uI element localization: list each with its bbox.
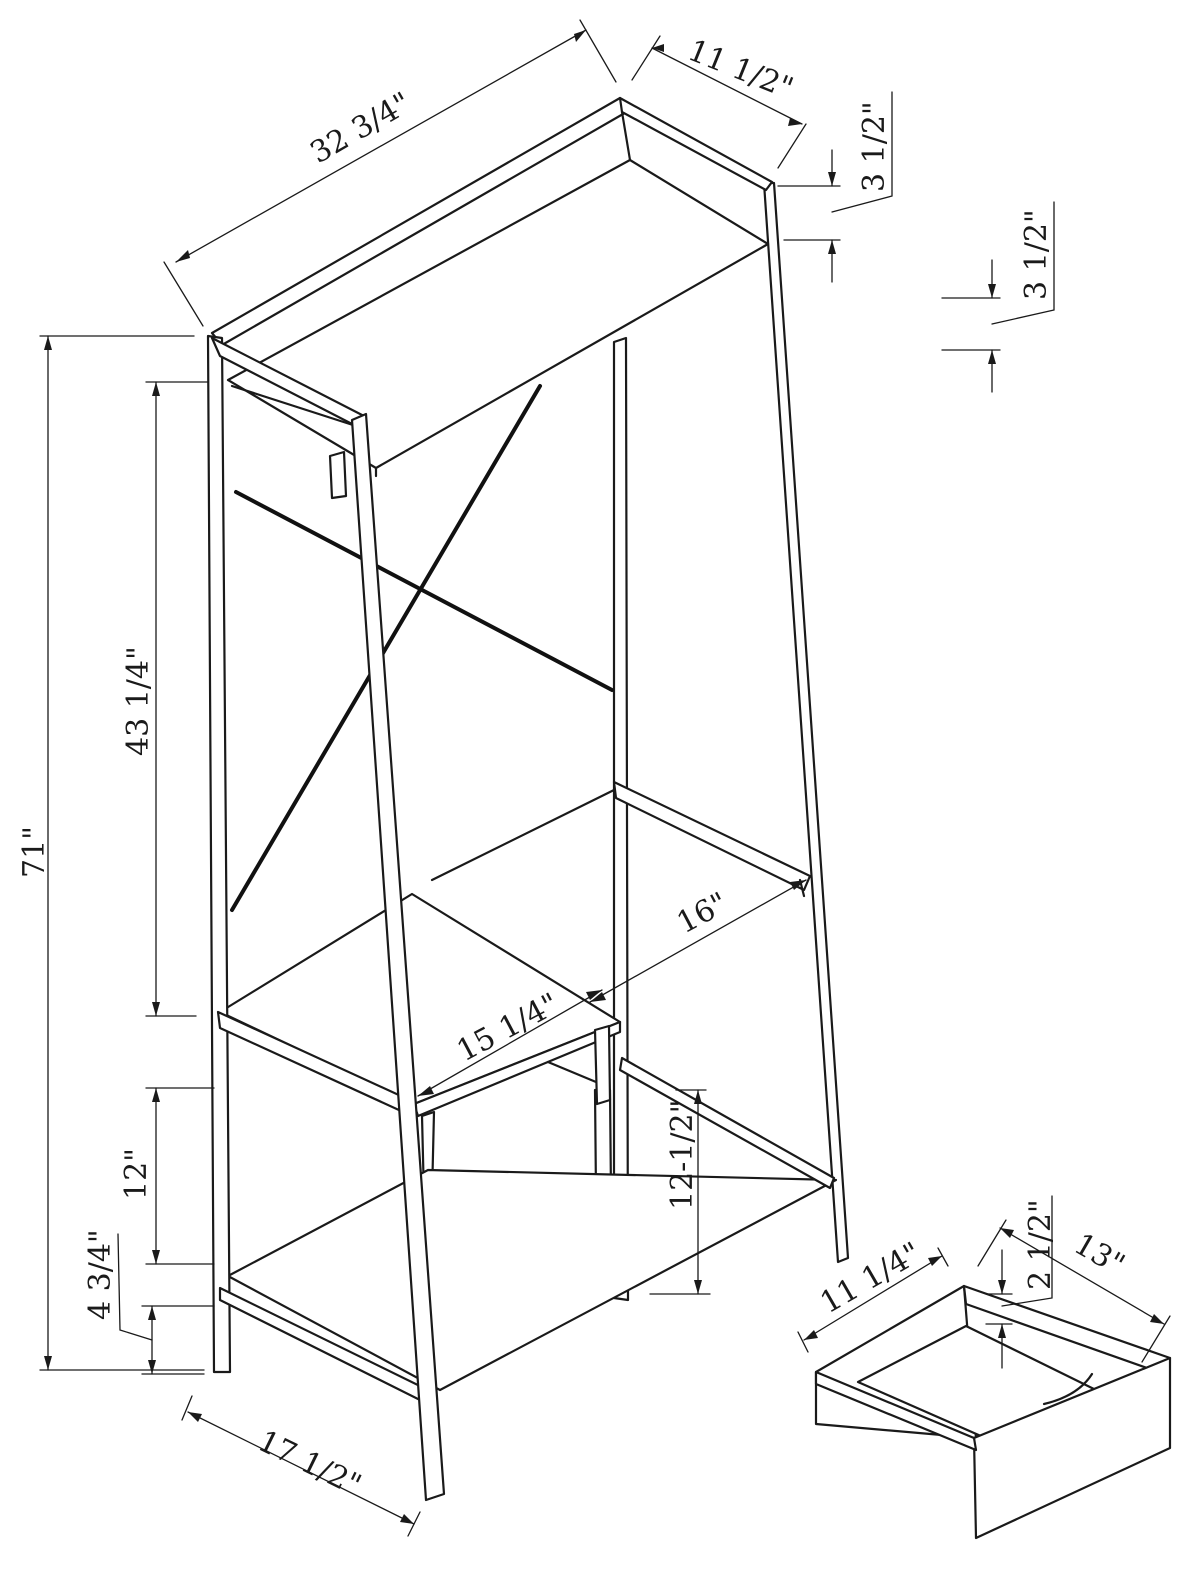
label-upper-clearance: 43 1/4" — [121, 646, 156, 756]
mid-right-frame — [612, 780, 812, 892]
dim-lower-shelf-gap: 12" — [119, 1087, 215, 1265]
drawer-right-side — [814, 1370, 978, 1452]
top-shelf — [226, 158, 770, 470]
label-overall-height: 71" — [17, 826, 52, 878]
lower-right-frame — [618, 1056, 836, 1190]
label-top-depth: 11 1/2" — [683, 33, 798, 107]
dim-top-depth: 11 1/2" — [631, 33, 807, 169]
dim-side-rail-height: 3 1/2" — [941, 201, 1055, 393]
label-drawer-width: 11 1/4" — [815, 1236, 928, 1321]
dim-bench-height: 12-1/2" — [649, 1089, 711, 1295]
cross-brace-b — [234, 490, 614, 692]
lower-shelf — [226, 1168, 838, 1392]
dim-base-depth: 17 1/2" — [181, 1395, 421, 1537]
hanging-rod-top — [230, 384, 358, 428]
dim-top-rail-height: 3 1/2" — [777, 91, 893, 283]
drawer-front — [972, 1356, 1172, 1540]
label-lower-shelf-gap: 12" — [119, 1148, 154, 1200]
bench-board — [218, 892, 622, 1106]
bench-support — [546, 1060, 598, 1084]
top-right-side-rail — [618, 96, 774, 192]
rear-post — [612, 336, 630, 1302]
label-drawer-opening: 16" — [671, 886, 733, 941]
dim-bottom-clearance: 4 3/4" — [83, 1229, 215, 1375]
label-bottom-clearance: 4 3/4" — [83, 1229, 118, 1320]
label-side-rail-height: 3 1/2" — [1019, 209, 1054, 300]
bench-back-rail — [430, 788, 616, 882]
label-drawer-depth: 13" — [1068, 1227, 1131, 1283]
drawer-handle-cutout — [1042, 1372, 1094, 1406]
cross-brace-a — [230, 384, 542, 912]
dim-upper-clearance: 43 1/4" — [121, 381, 209, 1017]
front-left-leg — [206, 334, 232, 1374]
top-shelf-bracket — [328, 450, 348, 500]
label-bench-height: 12-1/2" — [665, 1100, 700, 1210]
bench-rear-leg — [593, 1024, 612, 1106]
label-base-depth: 17 1/2" — [252, 1424, 366, 1504]
label-top-rail-height: 3 1/2" — [857, 101, 892, 192]
front-ladder-leg — [350, 412, 446, 1502]
drawer — [814, 1284, 1172, 1540]
top-rail-post — [620, 110, 632, 162]
dim-overall-height: 71" — [17, 335, 205, 1371]
back-right-leg — [762, 181, 850, 1264]
shelving-unit — [206, 96, 850, 1502]
